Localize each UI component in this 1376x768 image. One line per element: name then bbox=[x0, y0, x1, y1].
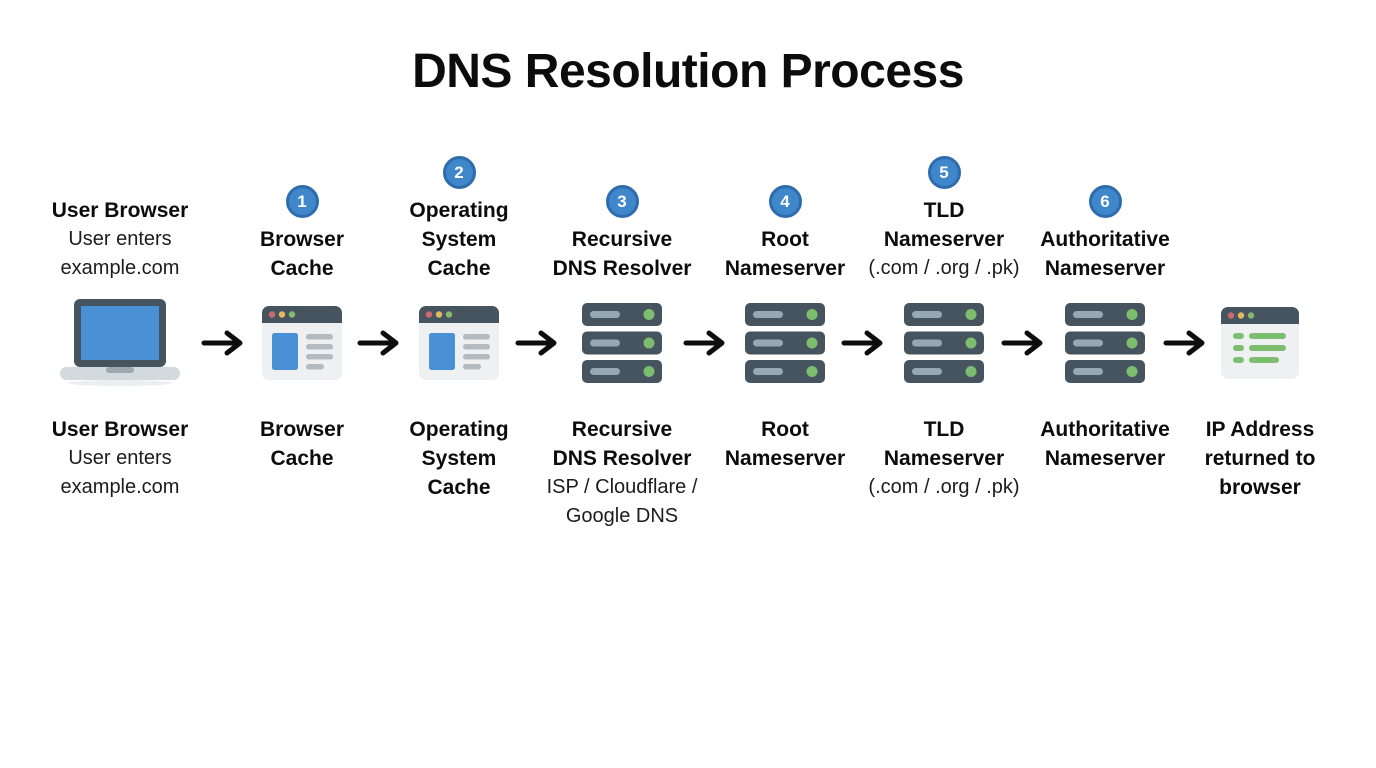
server-stack-icon bbox=[582, 303, 662, 384]
browser-window-icon bbox=[419, 306, 499, 381]
label-line: (.com / .org / .pk) bbox=[868, 476, 1020, 499]
label-line: Root bbox=[761, 418, 809, 442]
arrow-right-icon bbox=[1001, 330, 1043, 356]
step-badge-1: 1 bbox=[285, 185, 319, 219]
label-line: example.com bbox=[60, 476, 180, 499]
label-line: Recursive bbox=[571, 228, 673, 252]
label-line: Nameserver bbox=[724, 447, 846, 471]
label-line: Cache bbox=[270, 257, 334, 281]
label-line: Browser bbox=[259, 228, 345, 252]
label-line: Cache bbox=[427, 257, 491, 281]
label-line: Nameserver bbox=[1044, 257, 1166, 281]
label-line: Nameserver bbox=[1044, 447, 1166, 471]
bottom-label-root-nameserver: Root Nameserver bbox=[725, 389, 845, 531]
flow-arrow bbox=[356, 297, 404, 389]
label-line: Root bbox=[761, 228, 809, 252]
bottom-label-operating-system-cache: Operating System Cache bbox=[404, 389, 514, 531]
label-line: DNS Resolver bbox=[552, 447, 692, 471]
label-line: TLD bbox=[923, 199, 965, 223]
top-label-user-browser: User Browser User enters example.com bbox=[40, 131, 200, 297]
label-line: System bbox=[421, 228, 497, 252]
flow-arrow bbox=[682, 297, 730, 389]
arrow-right-icon bbox=[841, 330, 883, 356]
label-line: Nameserver bbox=[724, 257, 846, 281]
node-authoritative-nameserver bbox=[1048, 297, 1162, 389]
label-line: Recursive bbox=[571, 418, 673, 442]
step-badge-5: 5 bbox=[927, 156, 961, 190]
label-line: Operating bbox=[409, 418, 509, 442]
top-label-tld-nameserver: 5 TLD Nameserver (.com / .org / .pk) bbox=[868, 131, 1020, 297]
node-root-nameserver bbox=[730, 297, 840, 389]
label-line: Google DNS bbox=[565, 505, 679, 528]
label-line: Operating bbox=[409, 199, 509, 223]
label-line: Cache bbox=[427, 476, 491, 500]
arrow-right-icon bbox=[515, 330, 557, 356]
bottom-label-tld-nameserver: TLD Nameserver (.com / .org / .pk) bbox=[868, 389, 1019, 531]
page-title: DNS Resolution Process bbox=[412, 45, 964, 98]
label-line: IP Address bbox=[1205, 418, 1315, 442]
step-badge-4: 4 bbox=[768, 185, 802, 219]
label-line: User enters bbox=[68, 447, 172, 470]
laptop-icon bbox=[60, 299, 180, 387]
bottom-label-browser-cache: Browser Cache bbox=[248, 389, 356, 531]
bottom-label-recursive-dns-resolver: Recursive DNS Resolver ISP / Cloudflare … bbox=[547, 389, 698, 531]
label-line: User enters bbox=[68, 228, 172, 251]
label-line: Nameserver bbox=[883, 228, 1005, 252]
step-badge-3: 3 bbox=[605, 185, 639, 219]
node-tld-nameserver bbox=[888, 297, 1000, 389]
bottom-label-authoritative-nameserver: Authoritative Nameserver bbox=[1040, 389, 1170, 531]
label-line: returned to bbox=[1204, 447, 1316, 471]
node-browser-cache bbox=[248, 297, 356, 389]
flow-arrow bbox=[840, 297, 888, 389]
browser-window-icon bbox=[262, 306, 342, 381]
label-line: User Browser bbox=[51, 418, 189, 442]
step-badge-6: 6 bbox=[1088, 185, 1122, 219]
label-line: (.com / .org / .pk) bbox=[868, 257, 1020, 280]
flow-arrow bbox=[514, 297, 562, 389]
label-line: TLD bbox=[923, 418, 965, 442]
step-badge-2: 2 bbox=[442, 156, 476, 190]
top-label-operating-system-cache: 2 Operating System Cache bbox=[404, 131, 514, 297]
bottom-label-user-browser: User Browser User enters example.com bbox=[40, 389, 200, 531]
node-ip-address-result bbox=[1210, 297, 1310, 389]
flow-arrow bbox=[200, 297, 248, 389]
server-stack-icon bbox=[904, 303, 984, 384]
label-line: Cache bbox=[270, 447, 334, 471]
label-line: Browser bbox=[259, 418, 345, 442]
top-label-authoritative-nameserver: 6 Authoritative Nameserver bbox=[1040, 131, 1170, 297]
node-recursive-dns-resolver bbox=[562, 297, 682, 389]
bottom-label-ip-address-result: IP Address returned to browser bbox=[1205, 389, 1316, 531]
server-stack-icon bbox=[1065, 303, 1145, 384]
dns-flow-diagram: User Browser User enters example.com 1 B… bbox=[40, 131, 1376, 531]
arrow-right-icon bbox=[683, 330, 725, 356]
node-user-browser bbox=[40, 297, 200, 389]
label-line: System bbox=[421, 447, 497, 471]
top-label-recursive-dns-resolver: 3 Recursive DNS Resolver bbox=[553, 131, 691, 297]
label-line: Authoritative bbox=[1040, 418, 1170, 442]
label-line: User Browser bbox=[51, 199, 189, 223]
result-list-icon bbox=[1221, 307, 1299, 380]
label-line: Authoritative bbox=[1040, 228, 1170, 252]
arrow-right-icon bbox=[1163, 330, 1205, 356]
server-stack-icon bbox=[745, 303, 825, 384]
flow-arrow bbox=[1162, 297, 1210, 389]
label-line: example.com bbox=[60, 257, 180, 280]
label-line: browser bbox=[1219, 476, 1301, 500]
top-label-browser-cache: 1 Browser Cache bbox=[248, 131, 356, 297]
label-line: DNS Resolver bbox=[552, 257, 692, 281]
flow-arrow bbox=[1000, 297, 1048, 389]
arrow-right-icon bbox=[357, 330, 399, 356]
node-operating-system-cache bbox=[404, 297, 514, 389]
top-label-root-nameserver: 4 Root Nameserver bbox=[725, 131, 845, 297]
label-line: Nameserver bbox=[883, 447, 1005, 471]
arrow-right-icon bbox=[201, 330, 243, 356]
label-line: ISP / Cloudflare / bbox=[546, 476, 698, 499]
